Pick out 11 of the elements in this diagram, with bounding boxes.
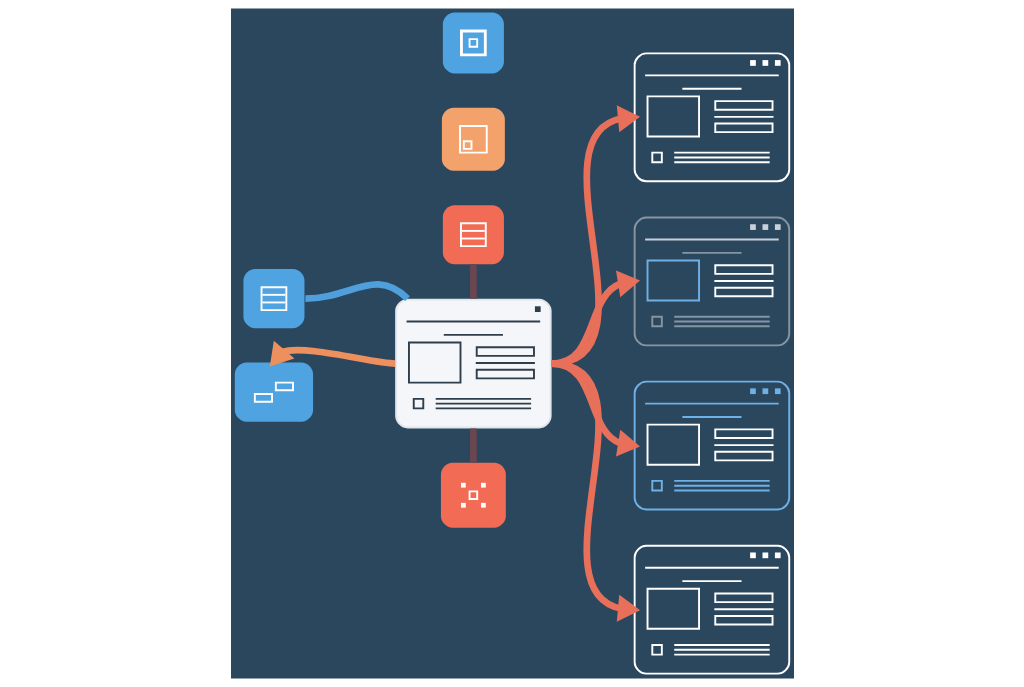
arrow — [550, 360, 640, 622]
arrow — [269, 340, 395, 367]
node-box — [242, 269, 304, 329]
connector — [469, 264, 477, 299]
connector — [469, 428, 477, 463]
connector — [304, 281, 410, 302]
node-box — [442, 12, 504, 74]
node-box — [440, 462, 506, 528]
node-box — [441, 107, 505, 171]
node-box — [234, 362, 313, 422]
node-box — [442, 205, 504, 265]
